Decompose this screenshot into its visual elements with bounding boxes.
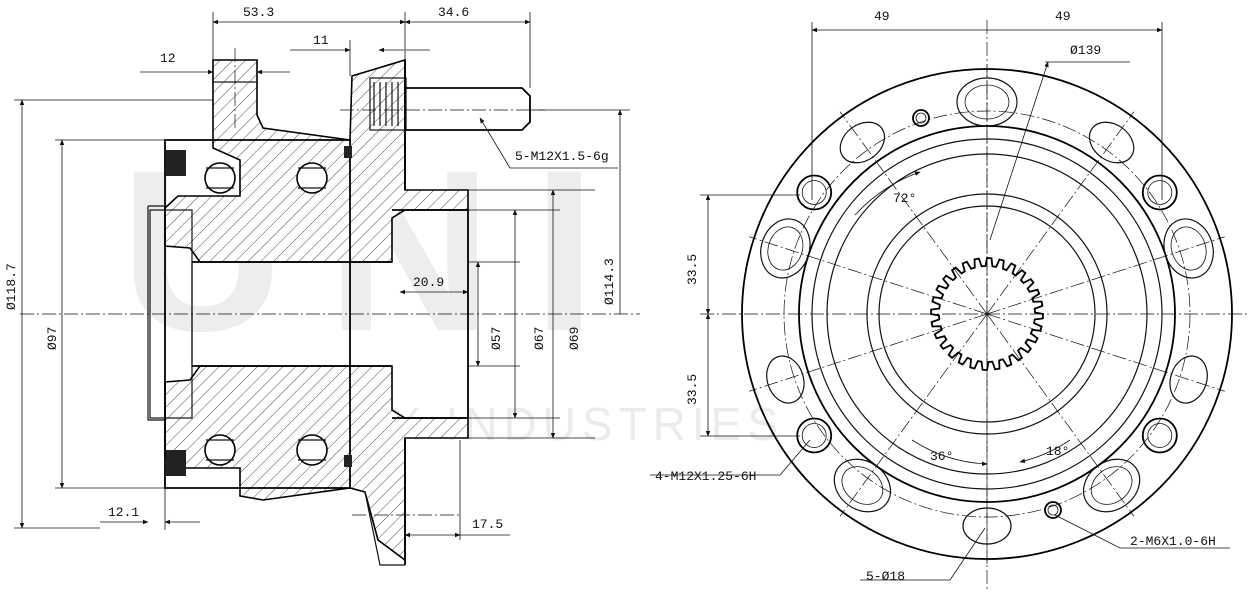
m12-hole-thread [801, 180, 827, 205]
dim-d67: Ø67 [532, 327, 547, 350]
relief-pocket [760, 218, 811, 279]
radial-centerline [839, 313, 988, 517]
relief-pocket [1082, 458, 1141, 513]
dim-12: 12 [160, 51, 176, 66]
m12-hole [796, 174, 833, 211]
dim-d57: Ø57 [489, 327, 504, 350]
note-holes-m12: 4-M12X1.25-6H [655, 469, 756, 484]
dim-d69: Ø69 [567, 327, 582, 350]
m6-hole [912, 109, 930, 127]
radial-centerline [839, 111, 988, 315]
dim-34-6: 34.6 [438, 5, 469, 20]
angle-18: 18° [1046, 444, 1069, 459]
radial-centerline [986, 236, 1225, 315]
m12-hole-thread [801, 423, 827, 448]
radial-centerline [986, 313, 1135, 517]
wheel-stud [369, 77, 407, 131]
radial-centerline [986, 313, 1225, 392]
m6-hole-thread [915, 112, 927, 124]
radial-centerline [749, 236, 988, 315]
radial-centerline [749, 313, 988, 392]
relief-pocket [956, 77, 1018, 127]
secondary-pocket [1169, 355, 1208, 404]
secondary-pocket [766, 355, 805, 404]
secondary-pocket [962, 507, 1012, 545]
secondary-pocket [839, 121, 886, 164]
note-holes-m6: 2-M6X1.0-6H [1130, 534, 1216, 549]
relief-pocket-inner [841, 466, 884, 505]
m12-hole [796, 417, 833, 454]
bearing-balls [204, 162, 328, 466]
relief-pocket-inner [964, 84, 1010, 120]
dim-d97: Ø97 [45, 327, 60, 350]
dim-d118-7: Ø118.7 [4, 263, 19, 310]
relief-pocket [1163, 218, 1214, 279]
dim-33-5-upper: 33.5 [685, 254, 700, 285]
dim-d114-3: Ø114.3 [602, 258, 617, 305]
m12-hole [1141, 417, 1178, 454]
m12-hole-thread [1147, 423, 1173, 448]
relief-pocket-inner [1090, 466, 1133, 505]
dim-20-9: 20.9 [413, 275, 444, 290]
m6-hole [1044, 501, 1062, 519]
dim-top-left-49: 49 [874, 9, 890, 24]
dim-11: 11 [313, 33, 329, 48]
dim-33-5-lower: 33.5 [685, 374, 700, 405]
dim-17-5: 17.5 [472, 517, 503, 532]
side-section-view: 53.3 34.6 11 12 Ø118.7 Ø97 20.9 Ø57 [4, 5, 640, 566]
m12-hole [1141, 174, 1178, 211]
relief-pocket [833, 458, 892, 513]
secondary-pocket [1088, 121, 1135, 164]
dim-53-3: 53.3 [243, 5, 274, 20]
dim-12-1: 12.1 [108, 505, 139, 520]
m12-hole-thread [1147, 180, 1173, 205]
dim-pcd-139: Ø139 [1070, 43, 1101, 58]
relief-pocket-inner [1170, 226, 1207, 271]
radial-centerline [986, 111, 1135, 315]
front-view: 49 49 Ø139 33.5 33.5 72° 36° 18° 4-M12X1… [650, 9, 1250, 590]
relief-pocket-inner [767, 226, 804, 271]
m6-hole-thread [1047, 504, 1059, 516]
angle-72: 72° [893, 191, 916, 206]
note-holes-18: 5-Ø18 [866, 569, 905, 584]
note-stud: 5-M12X1.5-6g [515, 149, 609, 164]
dim-top-right-49: 49 [1055, 9, 1071, 24]
splined-bore [930, 257, 1044, 371]
